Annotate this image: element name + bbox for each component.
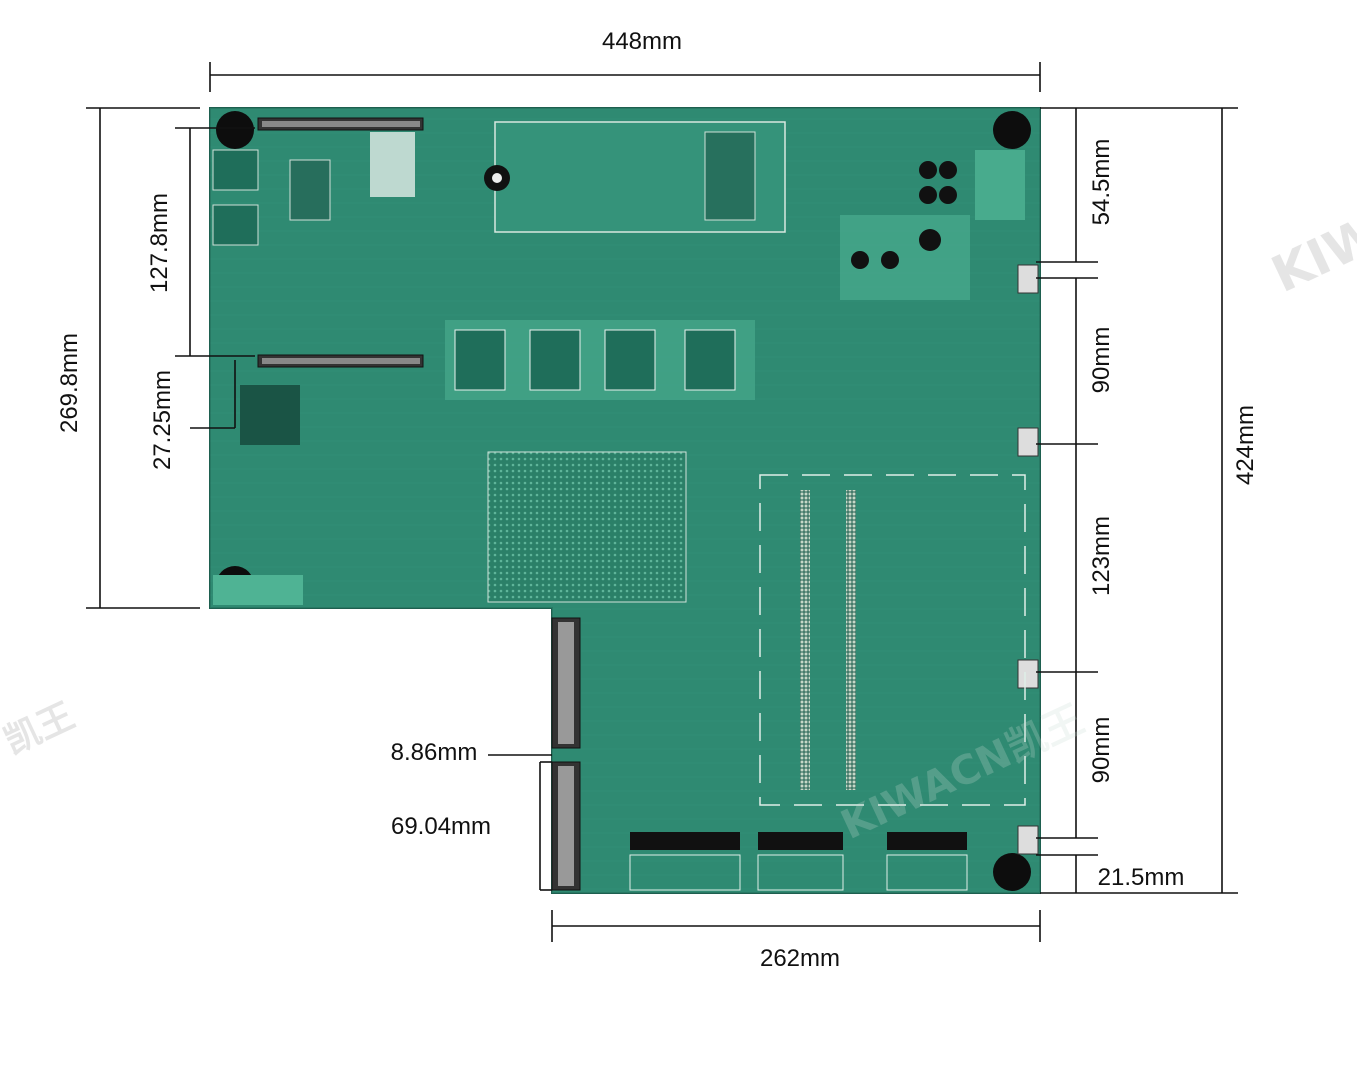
dim-right-seg2: 123mm [1088,515,1115,597]
dim-slot-gap: 8.86mm [390,739,478,766]
cpu-bga [487,451,687,603]
dim-bottom-width: 262mm [759,945,841,972]
dim-top-width: 448mm [601,28,683,55]
dim-right-seg3: 90mm [1088,716,1115,784]
dim-left-gap: 27.25mm [149,369,176,471]
fan-headers [1017,264,1039,855]
middle-pcie-slot [257,354,424,368]
dimm-cage [759,474,1026,806]
bottom-headers [629,832,968,891]
dim-right-top: 54.5mm [1088,138,1115,226]
memory-chips [445,320,755,400]
dim-left-height: 269.8mm [56,332,83,434]
power-area [840,150,1025,300]
dim-left-upper: 127.8mm [146,192,173,294]
bottom-slots [551,617,581,891]
m2-slot-area [484,121,786,233]
left-ports [212,149,331,605]
top-pcie-slot [257,117,424,197]
dim-right-total: 424mm [1232,404,1259,486]
dim-right-bottom: 21.5mm [1097,864,1185,891]
dimension-lines [86,62,1238,942]
dim-slot-height: 69.04mm [390,813,492,840]
dim-right-seg1: 90mm [1088,326,1115,394]
